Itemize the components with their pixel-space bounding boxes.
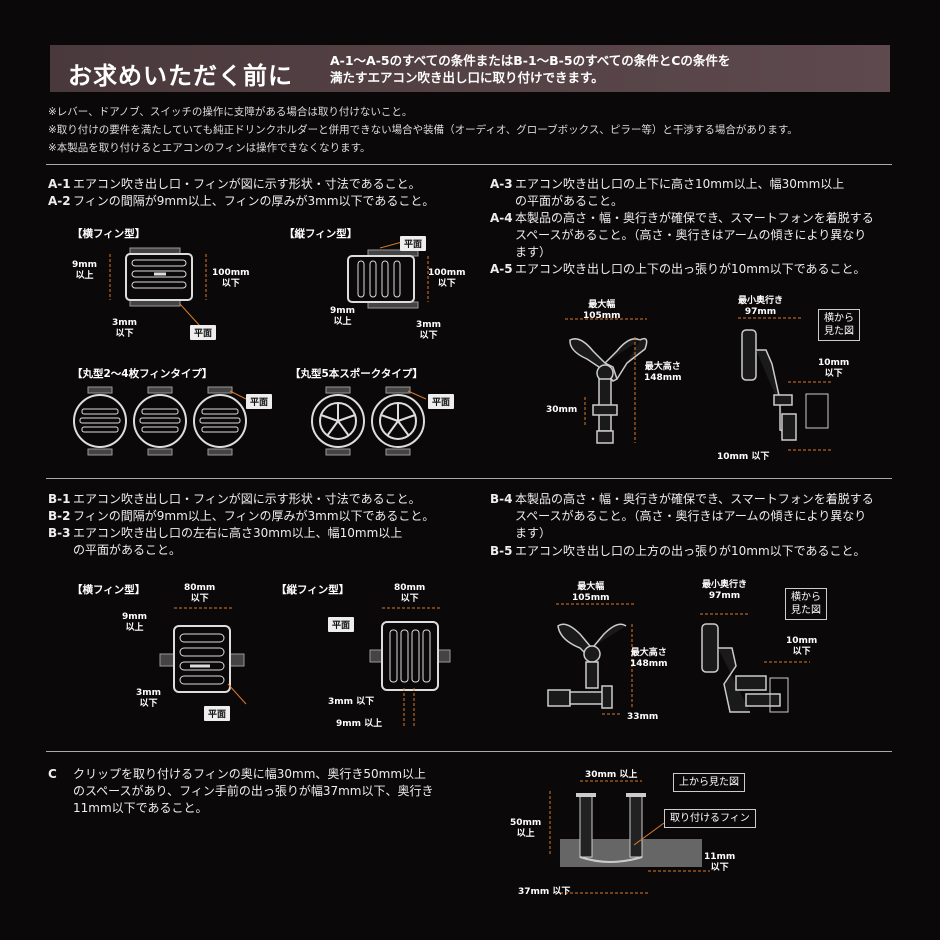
tag-flat: 平面 [190,325,217,340]
dim-thick-b: 3mm 以下 [136,688,162,709]
tag-flat-vertical-b: 平面 [328,617,355,632]
page-title: お求めいただく前に [68,62,293,90]
horizontal-fin-diagram [109,247,207,327]
dim-gap-b: 9mm 以上 [122,612,148,633]
dim-depth-11-c: 11mm 以下 [704,852,736,873]
dim-30mm: 30mm [546,405,578,415]
header-line-1: A-1〜A-5のすべての条件またはB-1〜B-5のすべての条件とCの条件を [330,53,731,68]
fig-label-horizontal-b: 【横フィン型】 [72,584,146,596]
dim-gap: 9mm 以上 [72,260,98,281]
dim-depth-50-c: 50mm 以上 [510,818,542,839]
dim-33mm: 33mm [627,712,659,722]
header-description: A-1〜A-5のすべての条件またはB-1〜B-5のすべての条件とCの条件を 満た… [330,52,730,86]
product-side-diagram-a [738,317,832,451]
dim-max-width-b: 最大幅 105mm [572,582,610,603]
tag-flat-round: 平面 [246,394,273,409]
top-view-label: 上から見た図 [673,773,745,792]
fig-label-vertical: 【縦フィン型】 [284,228,358,240]
round-fin-diagrams [73,386,247,456]
dim-width-30-c: 30mm 以上 [585,770,638,780]
dim-max-height-b: 最大高さ 148mm [630,648,668,669]
tag-flat-spoke: 平面 [428,394,455,409]
dim-width-80-b: 80mm 以下 [184,583,216,604]
horizontal-fin-diagram-b [159,607,247,705]
dim-width-37-c: 37mm 以下 [518,887,571,897]
side-view-label-a: 横から 見た図 [818,309,860,341]
vertical-fin-diagram [347,241,429,309]
dim-gap-vertical: 9mm 以上 [330,306,356,327]
note-2: ※取り付けの要件を満たしていても純正ドリンクホルダーと併用できない場合や装備（オ… [48,124,798,136]
tag-flat-b: 平面 [204,706,231,721]
tag-flat-vertical: 平面 [400,236,427,251]
dim-protrusion-b: 10mm 以下 [786,636,818,657]
product-side-diagram-b [700,613,810,713]
product-front-diagram-a [565,318,648,444]
divider [46,478,892,479]
dim-min-depth-b: 最小奥行き 97mm [702,580,748,601]
dim-gap-inline-b: 9mm 以上 [336,719,383,729]
vertical-fin-diagram-b [369,607,451,728]
fig-label-round: 【丸型2〜4枚フィンタイプ】 [72,368,213,380]
divider [46,751,892,752]
fig-label-horizontal: 【横フィン型】 [72,228,146,240]
top-view-diagram-c [549,780,710,894]
dim-height-vertical: 100mm 以下 [428,268,466,289]
side-view-label-b: 横から 見た図 [785,588,827,620]
dim-protrusion-a: 10mm 以下 [818,358,850,379]
fig-label-spoke: 【丸型5本スポークタイプ】 [290,368,423,380]
header-banner [50,45,890,92]
divider [46,164,892,165]
dim-protrusion-bottom-a: 10mm 以下 [717,452,770,462]
spoke-diagrams [311,386,427,456]
dim-height: 100mm 以下 [212,268,250,289]
dim-thick-inline-b: 3mm 以下 [328,697,375,707]
fig-label-vertical-b: 【縦フィン型】 [276,584,350,596]
note-1: ※レバー、ドアノブ、スイッチの操作に支障がある場合は取り付けないこと。 [48,106,413,118]
header-line-2: 満たすエアコン吹き出し口に取り付けできます。 [330,70,604,85]
product-front-diagram-b [547,603,636,715]
dim-min-depth-a: 最小奥行き 97mm [738,296,784,317]
note-3: ※本製品を取り付けるとエアコンのフィンは操作できなくなります。 [48,142,371,154]
dim-thick-vertical: 3mm 以下 [416,320,442,341]
dim-thick: 3mm 以下 [112,318,138,339]
dim-max-height-a: 最大高さ 148mm [644,362,682,383]
dim-max-width-a: 最大幅 105mm [583,300,621,321]
fin-label: 取り付けるフィン [664,809,756,828]
dim-width-80-vertical-b: 80mm 以下 [394,583,426,604]
